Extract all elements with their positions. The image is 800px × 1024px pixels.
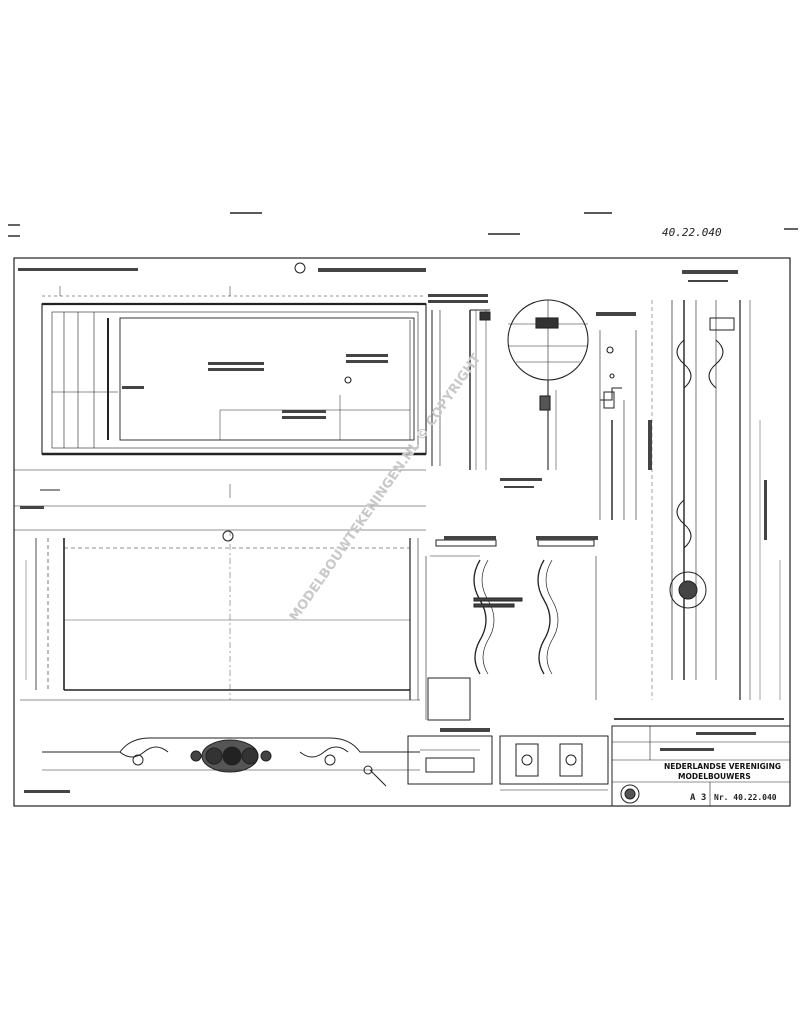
title-sheet-size: A 3 bbox=[690, 793, 706, 803]
ornament-frieze bbox=[42, 737, 420, 787]
lower-sections bbox=[407, 735, 609, 791]
sheet-border bbox=[13, 257, 791, 807]
right-elevation bbox=[651, 300, 781, 700]
plan-view-lower bbox=[14, 529, 426, 701]
section-headings-middle bbox=[440, 536, 598, 732]
label-bars-right bbox=[500, 270, 767, 540]
view-marker-top bbox=[294, 262, 306, 274]
title-org-line-2: MODELBOUWERS bbox=[678, 772, 751, 781]
column-elevation bbox=[431, 309, 491, 470]
handwritten-drawing-number: 40.22.040 bbox=[662, 226, 722, 239]
margin-marks bbox=[8, 212, 798, 237]
copyright-watermark: MODELBOUWTEKENINGEN.NL © COPYRIGHT bbox=[287, 351, 484, 624]
title-drawing-number: Nr. 40.22.040 bbox=[714, 793, 777, 802]
middle-profiles bbox=[425, 539, 597, 721]
title-org-line-1: NEDERLANDSE VERENIGING bbox=[664, 762, 781, 771]
title-block bbox=[611, 718, 791, 807]
detail-circle bbox=[507, 299, 615, 470]
side-view-upper bbox=[14, 286, 427, 507]
profile-section bbox=[599, 330, 637, 520]
label-bars-upper bbox=[18, 268, 488, 793]
